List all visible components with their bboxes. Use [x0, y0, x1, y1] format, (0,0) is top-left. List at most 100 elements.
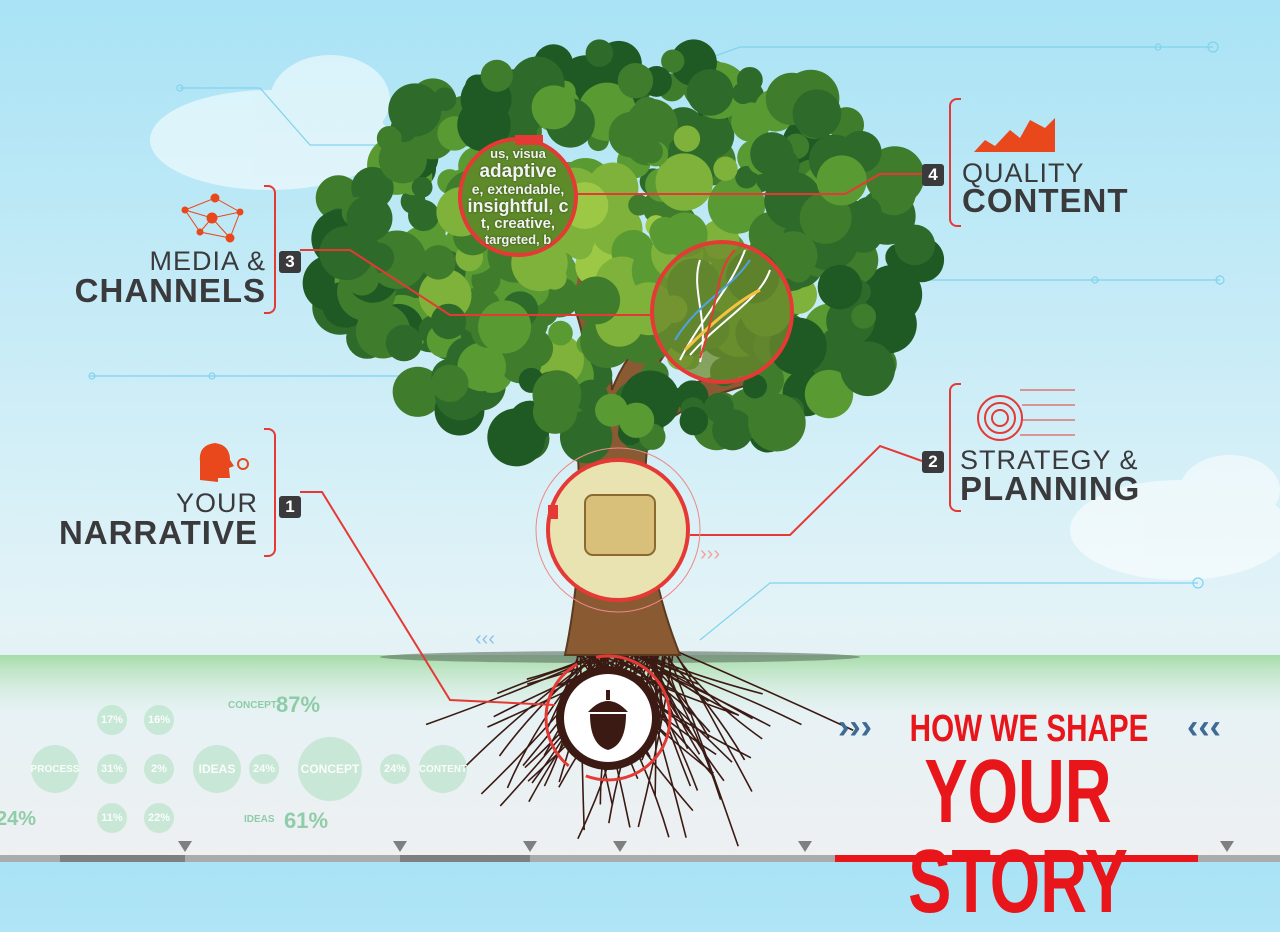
process-node: PROCESS — [31, 745, 79, 793]
number-badge: 4 — [922, 164, 944, 186]
head-profile-icon — [199, 443, 249, 482]
leaf-cluster — [735, 165, 758, 189]
tree-illustration: ››› ‹‹‹ — [0, 39, 1280, 862]
leaf-cluster — [548, 320, 573, 346]
leaf-cluster — [585, 39, 614, 67]
book-magnifier-circle: ››› ‹‹‹ — [475, 447, 720, 650]
bracket — [949, 383, 961, 512]
leaf-cluster — [731, 102, 771, 142]
root-strand — [666, 649, 739, 847]
leaf-cluster — [871, 170, 916, 216]
root-strand — [673, 649, 854, 732]
concept-percent: 87% — [276, 692, 321, 717]
leaf-cluster — [628, 194, 650, 216]
svg-text:›››: ››› — [700, 543, 720, 565]
word-line: t, creative, — [480, 215, 556, 232]
canopy — [302, 39, 945, 467]
leaf-cluster — [531, 85, 576, 130]
leaf-cluster — [655, 153, 713, 211]
guide-lines — [88, 41, 1225, 641]
ideas-node: IDEAS — [193, 745, 241, 793]
headline-line2: YOUR STORY — [908, 742, 1128, 932]
leaf-cluster — [572, 276, 621, 325]
leaf-cluster — [679, 406, 709, 436]
leaf-cluster — [319, 225, 374, 281]
connector-lines — [300, 173, 923, 706]
leaf-cluster — [713, 156, 738, 181]
grid-node: 17% — [97, 705, 127, 735]
leaf-cluster — [457, 98, 511, 152]
chevrons-left-icon: ‹‹‹ — [1187, 708, 1221, 746]
leaf-cluster — [661, 49, 685, 73]
bracket — [264, 185, 276, 314]
root-strand — [463, 649, 605, 769]
leaf-cluster — [376, 125, 402, 151]
leaf-cluster — [639, 139, 663, 164]
chart-icon — [974, 118, 1055, 152]
word-line: e, extendable, — [471, 181, 565, 197]
leaf-cluster — [748, 393, 806, 452]
number-badge: 1 — [279, 496, 301, 518]
leaf-cluster — [769, 231, 818, 280]
leaf-cluster — [617, 62, 654, 99]
leaf-cluster — [480, 59, 513, 92]
ideas-caption: IDEAS — [244, 814, 275, 825]
leaf-cluster — [816, 155, 867, 206]
root-strand — [637, 649, 675, 828]
leaf-cluster — [703, 392, 734, 423]
leaf-cluster — [840, 341, 896, 397]
leaf-cluster — [853, 197, 882, 225]
leaf-cluster — [388, 83, 442, 137]
word-line: adaptive — [479, 161, 557, 182]
left-percent: 24% — [0, 808, 37, 830]
word-circle-text: us, visua adaptive e, extendable, insigh… — [463, 146, 573, 248]
leaf-cluster — [431, 364, 469, 402]
network-icon — [181, 193, 244, 243]
leaf-cluster — [618, 402, 655, 438]
leaf-cluster — [894, 224, 936, 266]
acorn-icon — [588, 701, 628, 712]
chevrons-right-icon: ››› — [838, 708, 872, 746]
pct-node: 24% — [380, 754, 410, 784]
word-line: us, visua — [490, 146, 546, 161]
leaf-cluster — [532, 370, 582, 420]
concept-caption: CONCEPT — [228, 700, 277, 711]
label-bold: CHANNELS — [74, 272, 266, 309]
leaf-cluster — [844, 214, 883, 253]
ideas-percent: 61% — [284, 808, 329, 833]
target-icon — [977, 389, 1075, 441]
leaf-cluster — [817, 264, 863, 310]
pct-node: 24% — [249, 754, 279, 784]
leaf-cluster — [408, 199, 440, 232]
word-line: insightful, c — [467, 196, 569, 216]
grid-node: 16% — [144, 705, 174, 735]
leaf-cluster — [457, 342, 506, 392]
root-strand — [672, 649, 763, 740]
bracket — [949, 98, 961, 227]
grid-node: 2% — [144, 754, 174, 784]
leaf-cluster — [804, 369, 854, 419]
leaf-cluster — [792, 89, 842, 139]
leaf-cluster — [851, 303, 877, 329]
label-bold: CONTENT — [962, 182, 1129, 219]
leaf-cluster — [673, 125, 701, 152]
label-light: YOUR — [175, 488, 258, 518]
leaf-cluster — [411, 176, 433, 198]
leaf-cluster — [392, 366, 443, 417]
headline: ››› HOW WE SHAPE ‹‹‹ YOUR STORY — [838, 708, 1221, 932]
leaf-cluster — [385, 324, 423, 362]
root-strand — [624, 649, 753, 720]
grid-node: 22% — [144, 803, 174, 833]
label-light: MEDIA & — [149, 246, 266, 276]
word-magnifier-circle — [458, 135, 578, 257]
concept-node: CONCEPT — [298, 737, 362, 801]
label-bold: NARRATIVE — [58, 514, 258, 551]
leaf-cluster — [430, 303, 467, 340]
svg-text:‹‹‹: ‹‹‹ — [475, 628, 495, 650]
acorn-badge — [544, 654, 672, 782]
root-strand — [633, 649, 687, 838]
roots-magnifier-circle — [650, 240, 794, 384]
leaf-cluster — [750, 132, 794, 176]
content-node: CONTENT — [419, 745, 467, 793]
leaf-cluster — [736, 66, 763, 93]
